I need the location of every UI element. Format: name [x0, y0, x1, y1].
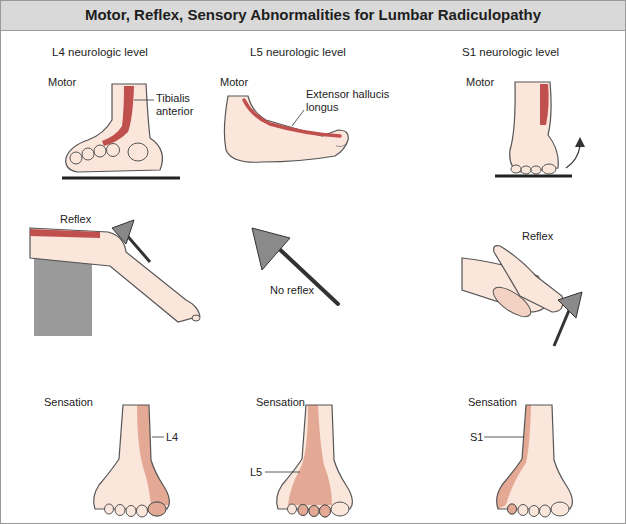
l5-dermatome-foot	[277, 405, 353, 517]
row-label: Motor	[48, 76, 76, 89]
muscle-label: Extensor hallucis longus	[306, 88, 402, 113]
s1-dermatome-foot	[497, 405, 573, 517]
leader-line	[484, 437, 524, 438]
column-heading: S1 neurologic level	[462, 46, 559, 59]
row-label: Motor	[466, 76, 494, 89]
row-label: Motor	[220, 76, 248, 89]
knee-reflex	[30, 220, 200, 336]
reflex-hammer	[252, 228, 338, 304]
row-label: Sensation	[256, 396, 305, 409]
ankle-reflex	[462, 246, 582, 346]
s1-motor-foot	[495, 82, 585, 176]
l4-dermatome-foot	[94, 405, 170, 517]
row-label: Reflex	[522, 230, 553, 243]
muscle-label: Tibialis anterior	[156, 92, 216, 117]
leader-line	[152, 437, 164, 438]
row-label: Sensation	[468, 396, 517, 409]
title-band	[1, 1, 626, 31]
row-label: Reflex	[60, 213, 91, 226]
column-heading: L5 neurologic level	[250, 46, 346, 59]
row-label: Sensation	[44, 396, 93, 409]
dermatome-label: S1	[470, 431, 483, 444]
column-heading: L4 neurologic level	[52, 46, 148, 59]
reflex-note: No reflex	[270, 284, 314, 297]
dermatome-label: L5	[250, 466, 262, 479]
leader-line	[265, 472, 300, 473]
diagram-title: Motor, Reflex, Sensory Abnormalities for…	[0, 0, 626, 30]
dermatome-label: L4	[166, 431, 178, 444]
